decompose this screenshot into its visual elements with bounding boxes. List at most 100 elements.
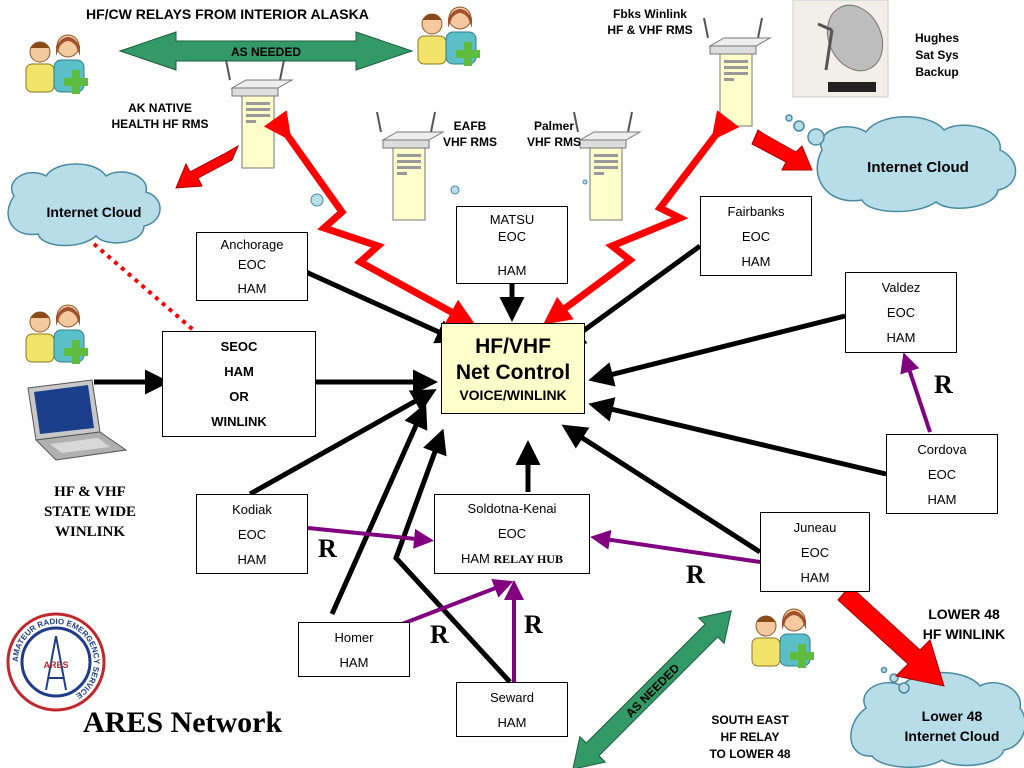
ak-native-line-1: AK NATIVE	[128, 101, 192, 115]
server-icon-fbks	[703, 17, 771, 127]
relay-link-group	[307, 352, 932, 682]
lower48-line-2: HF WINLINK	[922, 626, 1006, 642]
box-juneau-eoc: EOC	[800, 544, 830, 560]
as-needed-arrow-top	[118, 31, 414, 71]
red-arrow-to-left-cloud	[175, 144, 240, 189]
red-link-ak-native	[263, 110, 476, 326]
internet-cloud-right	[785, 114, 1017, 213]
thought-bubble-dot	[310, 193, 324, 207]
box-juneau-ham: HAM	[800, 569, 830, 585]
link-homer	[329, 402, 428, 616]
hughes-label: Hughes Sat Sys Backup	[906, 30, 968, 81]
link-valdez	[588, 313, 846, 387]
statewide-line-3: WINLINK	[54, 524, 125, 540]
box-cordova-ham: HAM	[927, 491, 957, 507]
eafb-label: EAFB VHF RMS	[432, 118, 508, 150]
red-link-fbks	[543, 110, 740, 325]
ak-native-label: AK NATIVE HEALTH HF RMS	[98, 100, 222, 132]
box-fairbanks-eoc: EOC	[741, 228, 771, 244]
link-juneau	[561, 424, 762, 555]
fbks-line-1: Fbks Winlink	[613, 7, 687, 21]
as-needed-label-top: AS NEEDED	[230, 45, 301, 59]
relay-mark-seward: R	[524, 610, 543, 639]
southeast-label: SOUTH EAST HF RELAY TO LOWER 48	[694, 712, 806, 763]
box-anchorage-name: Anchorage	[220, 236, 284, 252]
box-soldotna: Soldotna-Kenai EOC HAM RELAY HUB	[434, 494, 590, 574]
as-needed-label-bottom: AS NEEDED	[623, 661, 683, 721]
box-fairbanks-ham: HAM	[741, 253, 771, 269]
box-seoc: SEOC HAM OR WINLINK	[162, 331, 316, 437]
box-homer-name: Homer	[334, 629, 374, 645]
box-anchorage: Anchorage EOC HAM	[196, 232, 308, 301]
box-soldotna-relay-hub: RELAY HUB	[493, 552, 563, 566]
box-seoc-line-4: WINLINK	[211, 414, 267, 429]
box-juneau-name: Juneau	[793, 519, 837, 535]
box-cordova-name: Cordova	[917, 441, 967, 457]
box-anchorage-ham: HAM	[237, 280, 267, 296]
cloud-lower48-line-1: Lower 48	[921, 708, 983, 724]
link-seward	[393, 428, 512, 684]
fbks-line-2: HF & VHF RMS	[607, 23, 693, 37]
cloud-label-right: Internet Cloud	[867, 159, 969, 176]
link-cordova	[588, 397, 887, 477]
box-seoc-line-1: SEOC	[220, 339, 258, 354]
box-fairbanks: Fairbanks EOC HAM	[700, 196, 812, 276]
box-soldotna-ham-row: HAM RELAY HUB	[461, 546, 563, 572]
relay-homer	[401, 578, 514, 626]
lower48-line-1: LOWER 48	[928, 606, 1000, 622]
header-label: HF/CW RELAYS FROM INTERIOR ALASKA	[86, 6, 369, 22]
link-anchorage	[304, 269, 462, 344]
box-kodiak-eoc: EOC	[237, 526, 267, 542]
thought-bubble-dot	[450, 185, 460, 195]
eafb-line-2: VHF RMS	[443, 135, 497, 149]
net-control-line-3: VOICE/WINLINK	[459, 386, 567, 403]
people-icon-top-left	[25, 34, 89, 95]
relay-juneau	[590, 529, 761, 564]
fbks-winlink-label: Fbks Winlink HF & VHF RMS	[592, 6, 708, 38]
palmer-line-2: VHF RMS	[527, 135, 581, 149]
box-cordova: Cordova EOC HAM	[886, 434, 998, 514]
box-juneau: Juneau EOC HAM	[760, 512, 870, 592]
box-fairbanks-name: Fairbanks	[727, 203, 785, 219]
box-homer: Homer HAM	[298, 622, 410, 677]
red-arrow-to-right-cloud	[751, 129, 813, 171]
box-soldotna-name: Soldotna-Kenai	[467, 501, 557, 516]
box-cordova-eoc: EOC	[927, 466, 957, 482]
people-icon-southeast	[751, 608, 815, 669]
cloud-lower48-line-2: Internet Cloud	[904, 728, 1000, 744]
diagram-title: ARES Network	[83, 706, 283, 739]
net-control-box: HF/VHF Net Control VOICE/WINLINK	[441, 323, 585, 414]
box-kodiak-ham: HAM	[237, 551, 267, 567]
net-control-line-2: Net Control	[455, 360, 571, 384]
box-valdez-eoc: EOC	[886, 305, 916, 320]
relay-cordova	[900, 352, 932, 433]
net-control-line-1: HF/VHF	[475, 334, 551, 358]
box-matsu: MATSU EOC HAM	[456, 206, 568, 284]
cloud-label-lower48: Lower 48 Internet Cloud	[884, 706, 1020, 746]
ak-native-line-2: HEALTH HF RMS	[111, 117, 209, 131]
people-icon-left	[25, 304, 89, 365]
black-link-group	[94, 243, 887, 684]
box-kodiak: Kodiak EOC HAM	[196, 494, 308, 574]
lower48-label: LOWER 48 HF WINLINK	[908, 604, 1020, 644]
box-valdez-name: Valdez	[881, 280, 921, 295]
box-valdez: Valdez EOC HAM	[845, 272, 957, 353]
southeast-line-1: SOUTH EAST	[711, 713, 789, 727]
internet-cloud-left	[7, 163, 161, 247]
box-matsu-ham: HAM	[497, 263, 527, 278]
box-seward-name: Seward	[489, 689, 535, 705]
hughes-line-2: Sat Sys	[915, 48, 959, 62]
southeast-line-2: HF RELAY	[720, 730, 780, 744]
red-arrow-lower48	[837, 585, 945, 687]
ares-logo: AMATEUR RADIO EMERGENCY SERVICE ARES	[6, 612, 106, 712]
relay-mark-homer: R	[430, 620, 449, 649]
hughes-line-1: Hughes	[914, 31, 959, 45]
box-matsu-name: MATSU	[489, 212, 535, 227]
relay-mark-juneau: R	[686, 560, 705, 589]
box-kodiak-name: Kodiak	[232, 501, 272, 517]
box-seoc-line-2: HAM	[224, 364, 254, 379]
cloud-label-left: Internet Cloud	[46, 204, 142, 220]
people-icon-top-center	[417, 6, 481, 67]
box-seward: Seward HAM	[456, 682, 568, 737]
dotted-link-cloud-seoc	[92, 242, 200, 336]
